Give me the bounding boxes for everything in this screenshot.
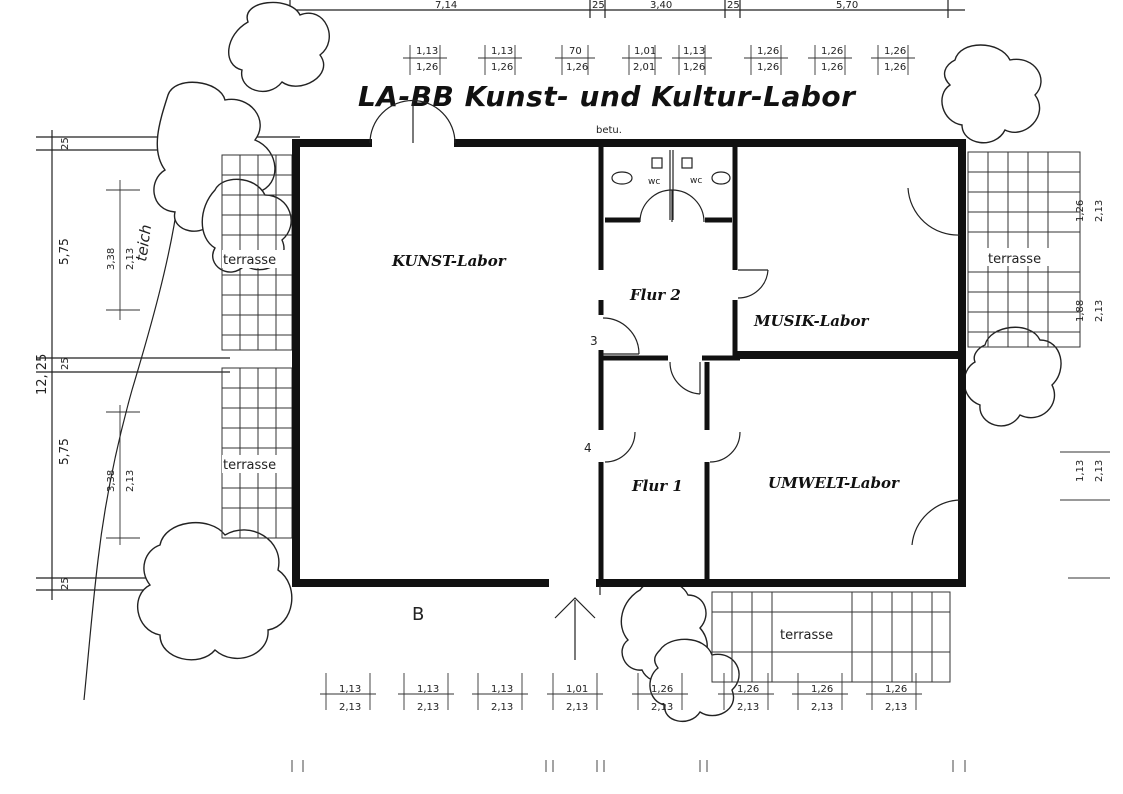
bottom-window-6-a: 1,26 bbox=[737, 684, 759, 695]
top-dim-4: 25 bbox=[727, 0, 740, 11]
bottom-window-dimensions: 1,13 2,13 1,13 2,13 1,13 2,13 1,01 2,13 … bbox=[320, 673, 922, 713]
top-window-1-b: 1,26 bbox=[416, 62, 438, 73]
terrace-label-left-top: terrasse bbox=[223, 253, 276, 268]
plan-title: LA-BB Kunst- und Kultur-Labor bbox=[358, 80, 857, 113]
terrace-bottom bbox=[711, 591, 951, 683]
building-walls bbox=[292, 139, 966, 587]
entrance-arrow bbox=[554, 597, 596, 660]
terrace-left-bottom bbox=[221, 367, 293, 539]
right-window-2-b: 2,13 bbox=[1094, 300, 1105, 322]
left-dim-overall: 12, 25 bbox=[35, 354, 50, 395]
top-dim-5: 5,70 bbox=[836, 0, 858, 11]
right-dimensions: 1,26 2,13 1,88 2,13 1,13 2,13 bbox=[1060, 185, 1110, 579]
tree-bottom-left-1 bbox=[136, 521, 293, 661]
top-window-4-a: 1,01 bbox=[634, 46, 656, 57]
bottom-window-8-b: 2,13 bbox=[885, 702, 907, 713]
top-window-3-b: 1,26 bbox=[566, 62, 588, 73]
wc-fixtures: wc wc bbox=[611, 157, 731, 187]
musik-side-door bbox=[907, 187, 961, 236]
wc-label-1: wc bbox=[648, 177, 660, 187]
betu-label: betu. bbox=[596, 125, 622, 136]
bottom-window-6-b: 2,13 bbox=[737, 702, 759, 713]
top-window-7-b: 1,26 bbox=[821, 62, 843, 73]
left-window-1-b: 2,13 bbox=[125, 248, 136, 270]
room-label-flur1: Flur 1 bbox=[631, 477, 683, 495]
top-window-6-b: 1,26 bbox=[757, 62, 779, 73]
left-dim-seg-5: 25 bbox=[60, 577, 71, 590]
top-window-2-b: 1,26 bbox=[491, 62, 513, 73]
top-window-5-a: 1,13 bbox=[683, 46, 705, 57]
bottom-window-1-a: 1,13 bbox=[339, 684, 361, 695]
tree-top-left-1 bbox=[228, 1, 330, 93]
top-dimension-chain: 7,14 25 3,40 25 5,70 bbox=[289, 0, 965, 18]
top-window-8-a: 1,26 bbox=[884, 46, 906, 57]
bottom-window-1-b: 2,13 bbox=[339, 702, 361, 713]
left-dim-seg-3: 25 bbox=[60, 357, 71, 370]
right-window-3-a: 1,13 bbox=[1075, 460, 1086, 482]
bottom-window-3-a: 1,13 bbox=[491, 684, 513, 695]
bottom-window-5-a: 1,26 bbox=[651, 684, 673, 695]
top-dim-1: 7,14 bbox=[435, 0, 457, 11]
right-window-2-a: 1,88 bbox=[1075, 300, 1086, 322]
left-window-1-a: 3,38 bbox=[106, 248, 117, 270]
top-window-dimensions: 1,13 1,26 1,13 1,26 70 1,26 1,01 2,01 1,… bbox=[403, 45, 915, 75]
trees bbox=[136, 1, 1062, 722]
wc-label-2: wc bbox=[690, 176, 702, 186]
doors bbox=[369, 99, 961, 595]
bottom-ticks bbox=[291, 760, 966, 772]
top-window-8-b: 1,26 bbox=[884, 62, 906, 73]
top-window-2-a: 1,13 bbox=[491, 46, 513, 57]
right-window-1-a: 1,26 bbox=[1075, 200, 1086, 222]
top-window-6-a: 1,26 bbox=[757, 46, 779, 57]
bottom-window-4-a: 1,01 bbox=[566, 684, 588, 695]
left-dim-seg-1: 25 bbox=[60, 137, 71, 150]
top-window-1-a: 1,13 bbox=[416, 46, 438, 57]
top-window-4-b: 2,01 bbox=[633, 62, 655, 73]
flur-connect-door bbox=[669, 361, 701, 395]
bottom-window-4-b: 2,13 bbox=[566, 702, 588, 713]
top-window-7-a: 1,26 bbox=[821, 46, 843, 57]
musik-door bbox=[737, 269, 769, 299]
terrace-right bbox=[967, 151, 1081, 348]
terrace-label-right: terrasse bbox=[988, 252, 1041, 267]
entrance-arch-top bbox=[369, 99, 456, 144]
top-dim-3: 3,40 bbox=[650, 0, 672, 11]
flur2-door bbox=[602, 317, 640, 355]
tree-top-right-1 bbox=[941, 44, 1042, 144]
room-label-musik: MUSIK-Labor bbox=[753, 312, 869, 330]
bottom-window-8-a: 1,26 bbox=[885, 684, 907, 695]
left-dim-seg-4: 5,75 bbox=[57, 438, 71, 465]
marker-4: 4 bbox=[584, 441, 592, 455]
terrace-label-left-bottom: terrasse bbox=[223, 458, 276, 473]
terrace-label-bottom: terrasse bbox=[780, 628, 833, 643]
pond-outline bbox=[83, 199, 179, 701]
bottom-window-7-b: 2,13 bbox=[811, 702, 833, 713]
bottom-window-5-b: 2,13 bbox=[651, 702, 673, 713]
left-window-2-b: 2,13 bbox=[125, 470, 136, 492]
marker-b: B bbox=[412, 604, 424, 625]
right-window-3-b: 2,13 bbox=[1094, 460, 1105, 482]
top-window-3-a: 70 bbox=[569, 46, 582, 57]
right-window-1-b: 2,13 bbox=[1094, 200, 1105, 222]
left-dim-seg-2: 5,75 bbox=[57, 238, 71, 265]
room-label-flur2: Flur 2 bbox=[629, 286, 681, 304]
room-label-kunst: KUNST-Labor bbox=[391, 252, 507, 270]
bottom-window-3-b: 2,13 bbox=[491, 702, 513, 713]
flur1-door bbox=[604, 431, 636, 463]
tree-right-1 bbox=[963, 326, 1062, 427]
bottom-window-2-b: 2,13 bbox=[417, 702, 439, 713]
bottom-window-2-a: 1,13 bbox=[417, 684, 439, 695]
umwelt-side-door bbox=[911, 499, 961, 546]
umwelt-door bbox=[709, 431, 741, 463]
left-window-2-a: 3,38 bbox=[106, 470, 117, 492]
top-dim-2: 25 bbox=[592, 0, 605, 11]
room-label-umwelt: UMWELT-Labor bbox=[768, 474, 900, 492]
bottom-window-7-a: 1,26 bbox=[811, 684, 833, 695]
pond-label: teich bbox=[132, 223, 155, 262]
top-window-5-b: 1,26 bbox=[683, 62, 705, 73]
marker-3: 3 bbox=[590, 334, 598, 348]
